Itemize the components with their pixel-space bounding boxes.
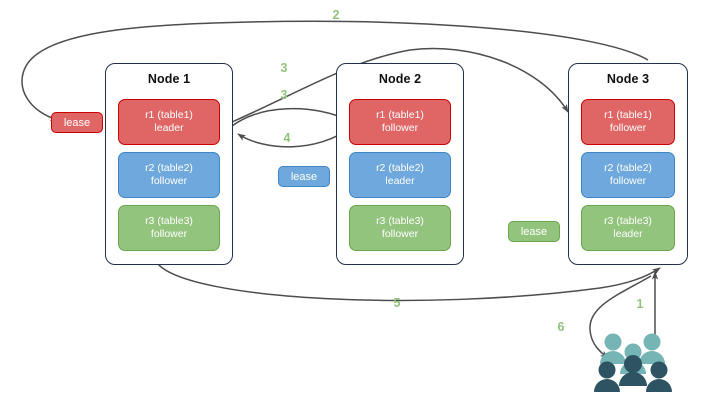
replica-role: leader [385, 175, 415, 187]
replica-role: follower [150, 228, 188, 240]
node-card-3[interactable]: Node 3 r1 (table1) follower r2 (table2) … [568, 63, 688, 265]
replica-r2[interactable]: r2 (table2) leader [349, 152, 451, 198]
replica-name: r2 (table2) [376, 162, 424, 174]
node-title: Node 1 [147, 72, 191, 86]
step-label-1: 1 [636, 297, 644, 311]
replica-name: r1 (table1) [604, 109, 652, 121]
replica-role: leader [613, 228, 643, 240]
lease-badge-red[interactable]: lease [51, 112, 103, 133]
replica-r2[interactable]: r2 (table2) follower [118, 152, 220, 198]
node-card-2[interactable]: Node 2 r1 (table1) follower r2 (table2) … [336, 63, 464, 265]
replica-r3[interactable]: r3 (table3) follower [349, 205, 451, 251]
node-card-1[interactable]: Node 1 r1 (table1) leader r2 (table2) fo… [105, 63, 233, 265]
arrow-step-6 [589, 275, 652, 359]
replica-r3[interactable]: r3 (table3) leader [581, 205, 675, 251]
replica-role: follower [150, 175, 188, 187]
replica-r2[interactable]: r2 (table2) follower [581, 152, 675, 198]
replica-role: follower [381, 122, 419, 134]
replica-role: follower [381, 228, 419, 240]
step-label-2: 2 [332, 8, 340, 22]
step-label-4: 4 [283, 131, 291, 145]
node-title: Node 3 [606, 72, 650, 86]
arrow-step-3-upper [231, 47, 569, 123]
replica-r3[interactable]: r3 (table3) follower [118, 205, 220, 251]
replica-name: r1 (table1) [145, 109, 193, 121]
step-label-3-upper: 3 [280, 61, 288, 75]
replica-role: follower [609, 122, 647, 134]
replica-r1[interactable]: r1 (table1) leader [118, 99, 220, 145]
lease-badge-green[interactable]: lease [508, 221, 560, 242]
lease-badge-blue[interactable]: lease [278, 166, 330, 187]
replica-name: r3 (table3) [376, 215, 424, 227]
replica-r1[interactable]: r1 (table1) follower [581, 99, 675, 145]
arrow-step-5 [157, 263, 661, 302]
users-front-row [594, 355, 672, 392]
arrow-step-2 [21, 20, 649, 121]
replica-name: r2 (table2) [604, 162, 652, 174]
replica-name: r1 (table1) [376, 109, 424, 121]
replica-role: follower [609, 175, 647, 187]
replica-name: r2 (table2) [145, 162, 193, 174]
arrow-step-3-lower [231, 108, 349, 127]
replica-role: leader [154, 122, 184, 134]
step-label-6: 6 [557, 320, 565, 334]
replica-name: r3 (table3) [604, 215, 652, 227]
replica-name: r3 (table3) [145, 215, 193, 227]
step-label-3-lower: 3 [280, 88, 288, 102]
node-title: Node 2 [378, 72, 422, 86]
replica-r1[interactable]: r1 (table1) follower [349, 99, 451, 145]
step-label-5: 5 [393, 296, 401, 310]
